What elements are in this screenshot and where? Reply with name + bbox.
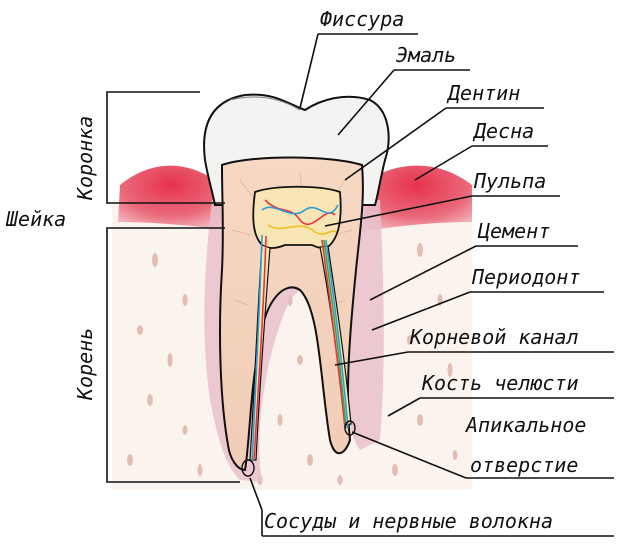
gum [118,165,472,232]
label-dentin-group: Дентин [344,81,544,181]
label-vessels-group: Сосуды и нервные волокна [249,477,614,537]
label-root-canal-group: Корневой канал [334,325,614,366]
pulp [249,185,352,463]
label-enamel: Эмаль [396,43,456,67]
label-pulp-group: Пульпа [324,169,560,227]
apical-foramen [241,420,356,477]
crown-bracket [106,91,225,204]
label-crown: Коронка [73,116,97,201]
label-cement-group: Цемент [369,219,578,301]
label-dentin: Дентин [446,81,520,105]
label-fissure-group: Фиссура [299,7,418,109]
label-root-canal: Корневой канал [409,325,579,349]
label-apical-foramen-line1: Апикальное [464,413,586,437]
label-gum: Десна [472,119,534,143]
label-enamel-group: Эмаль [337,43,470,136]
label-apical-foramen-group: Апикальное отверстие [351,413,614,479]
label-cement: Цемент [477,219,550,243]
label-neck: Шейка [5,207,66,231]
label-pulp: Пульпа [473,169,546,193]
label-fissure: Фиссура [320,7,404,31]
label-gum-group: Десна [414,119,548,181]
label-periodontium-group: Периодонт [371,265,604,331]
label-vessels-nerves: Сосуды и нервные волокна [264,509,553,533]
label-apical-foramen-line2: отверстие [470,453,578,477]
label-root: Корень [73,328,97,401]
label-jaw-bone: Кость челюсти [421,371,579,395]
label-jaw-bone-group: Кость челюсти [387,371,614,417]
label-periodontium: Периодонт [471,265,580,289]
root-bracket [106,227,240,483]
